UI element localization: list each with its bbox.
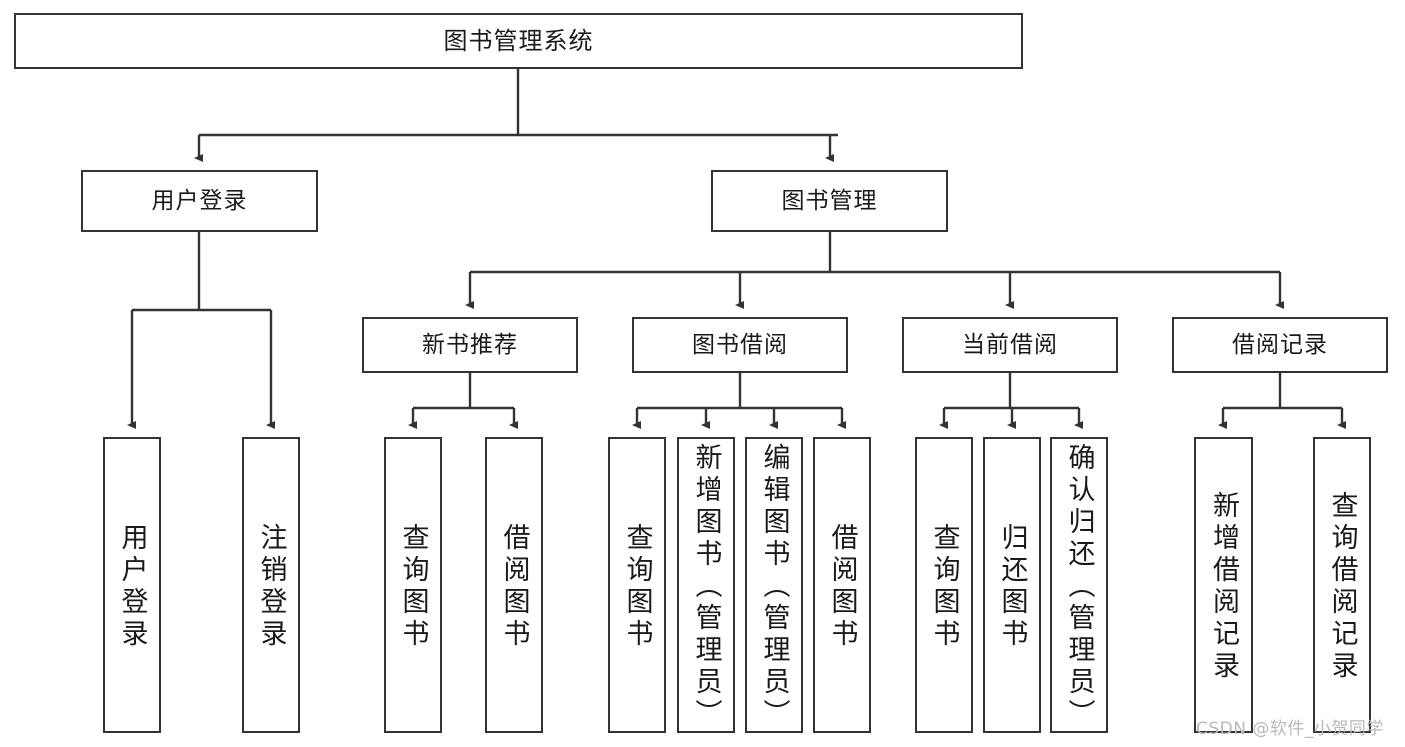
- leaf-add-book[interactable]: 新增图书（管理员）: [677, 437, 735, 733]
- leaf-add-record-label: 新增借阅记录: [1208, 491, 1239, 683]
- leaf-query-book-1-label: 查询图书: [397, 523, 429, 651]
- leaf-logout-login-label: 注销登录: [255, 523, 287, 651]
- node-root[interactable]: 图书管理系统: [14, 13, 1023, 69]
- leaf-confirm-return[interactable]: 确认归还（管理员）: [1050, 437, 1108, 733]
- leaf-query-book-2[interactable]: 查询图书: [608, 437, 666, 733]
- leaf-borrow-book-2[interactable]: 借阅图书: [813, 437, 871, 733]
- leaf-return-book-label: 归还图书: [996, 523, 1028, 651]
- leaf-logout-login[interactable]: 注销登录: [242, 437, 300, 733]
- leaf-confirm-return-label: 确认归还（管理员）: [1063, 443, 1095, 731]
- node-root-label: 图书管理系统: [443, 27, 594, 55]
- leaf-add-record[interactable]: 新增借阅记录: [1194, 437, 1253, 733]
- leaf-return-book[interactable]: 归还图书: [983, 437, 1041, 733]
- leaf-query-record-label: 查询借阅记录: [1326, 491, 1358, 683]
- leaf-query-record[interactable]: 查询借阅记录: [1313, 437, 1371, 733]
- node-book-manage-label: 图书管理: [781, 187, 878, 214]
- node-borrow-record-label: 借阅记录: [1232, 331, 1328, 358]
- leaf-query-book-1[interactable]: 查询图书: [384, 437, 442, 733]
- leaf-borrow-book-1-label: 借阅图书: [498, 523, 530, 651]
- node-user-login-label: 用户登录: [151, 187, 248, 214]
- leaf-query-book-3[interactable]: 查询图书: [915, 437, 973, 733]
- node-user-login[interactable]: 用户登录: [81, 170, 318, 232]
- leaf-query-book-3-label: 查询图书: [928, 523, 960, 651]
- leaf-edit-book[interactable]: 编辑图书（管理员）: [745, 437, 803, 733]
- node-book-manage[interactable]: 图书管理: [711, 170, 948, 232]
- watermark: CSDN @软件_小贺同学: [1196, 719, 1384, 739]
- node-new-book-recommend[interactable]: 新书推荐: [362, 317, 578, 373]
- node-book-borrow-label: 图书借阅: [692, 331, 788, 358]
- node-current-borrow[interactable]: 当前借阅: [902, 317, 1118, 373]
- node-borrow-record[interactable]: 借阅记录: [1172, 317, 1388, 373]
- leaf-add-book-label: 新增图书（管理员）: [690, 443, 722, 731]
- node-current-borrow-label: 当前借阅: [962, 331, 1058, 358]
- leaf-user-login-label: 用户登录: [116, 523, 148, 651]
- leaf-query-book-2-label: 查询图书: [621, 523, 653, 651]
- node-new-book-recommend-label: 新书推荐: [422, 331, 518, 358]
- leaf-user-login[interactable]: 用户登录: [103, 437, 161, 733]
- leaf-borrow-book-2-label: 借阅图书: [826, 523, 858, 651]
- leaf-borrow-book-1[interactable]: 借阅图书: [485, 437, 543, 733]
- node-book-borrow[interactable]: 图书借阅: [632, 317, 848, 373]
- leaf-edit-book-label: 编辑图书（管理员）: [758, 443, 790, 731]
